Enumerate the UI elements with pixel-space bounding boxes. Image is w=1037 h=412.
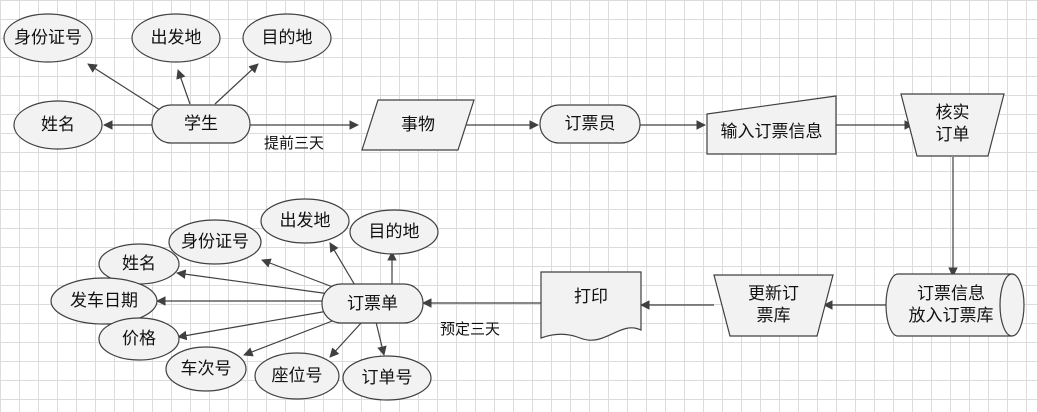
transaction-parallelogram (361, 99, 475, 151)
edges-top (87, 63, 958, 310)
dest-top-label: 目的地 (261, 28, 313, 48)
id-top-ellipse (3, 13, 93, 63)
update-db-trapezoid (713, 274, 834, 337)
edge-ticket-seat (329, 321, 363, 358)
update-db-label: 更新订 票库 (748, 284, 799, 326)
store-db-label: 订票信息 放入订票库 (908, 284, 994, 326)
orderno-bot-label: 订单号 (361, 368, 413, 388)
dest-top-ellipse (242, 13, 332, 63)
edge-ticket-train (243, 317, 341, 357)
price-bot-label: 价格 (122, 329, 156, 349)
edge-ticket-price (177, 310, 329, 341)
student-label: 学生 (184, 114, 218, 134)
clerk-label: 订票员 (564, 114, 616, 134)
store-db-cylinder-edge (999, 273, 1013, 337)
edge-ticket-origin (329, 242, 357, 288)
name-bot-label: 姓名 (122, 254, 156, 274)
clerk-box (539, 104, 641, 144)
origin-top-label: 出发地 (150, 28, 202, 48)
edges-bottom (156, 242, 397, 358)
date-bot-label: 发车日期 (70, 291, 138, 311)
dest-bot-label: 目的地 (368, 222, 420, 242)
train-bot-ellipse (165, 346, 247, 392)
edge-student-origin (176, 69, 191, 105)
id-bot-ellipse (168, 219, 262, 265)
edge-student-id (87, 63, 161, 111)
orderno-bot-ellipse (342, 355, 432, 401)
origin-bot-ellipse (260, 198, 350, 244)
print-label: 打印 (574, 287, 608, 307)
edge-ticket-orderno (375, 321, 387, 356)
input-info-label: 输入订票信息 (720, 122, 823, 142)
print-document (540, 271, 642, 341)
ticket-box (321, 283, 424, 324)
seat-bot-ellipse (254, 352, 340, 400)
advance-edge-label: 提前三天 (264, 134, 325, 152)
price-bot-ellipse (98, 317, 180, 361)
ticket-label: 订票单 (347, 293, 398, 314)
dest-bot-ellipse (349, 209, 439, 255)
id-bot-label: 身份证号 (181, 232, 249, 252)
edge-student-dest (214, 63, 259, 105)
transaction-label: 事物 (401, 115, 435, 135)
verify-label: 核实 订单 (935, 103, 970, 145)
edge-ticket-name (176, 269, 331, 295)
verify-trapezoid (900, 93, 1005, 157)
name-top-label: 姓名 (41, 115, 75, 135)
reserve-edge-label: 预定三天 (440, 320, 501, 338)
edge-ticket-id (261, 258, 339, 290)
origin-bot-label: 出发地 (279, 211, 331, 231)
seat-bot-label: 座位号 (271, 366, 323, 386)
origin-top-ellipse (131, 13, 221, 63)
id-top-label: 身份证号 (14, 28, 82, 48)
student-box (151, 104, 251, 144)
input-info-shape (706, 95, 837, 155)
shapes-bottom (50, 198, 1025, 401)
train-bot-label: 车次号 (180, 359, 232, 379)
date-bot-ellipse (50, 277, 158, 325)
name-top-ellipse (13, 100, 103, 150)
shapes-top (3, 13, 1005, 157)
